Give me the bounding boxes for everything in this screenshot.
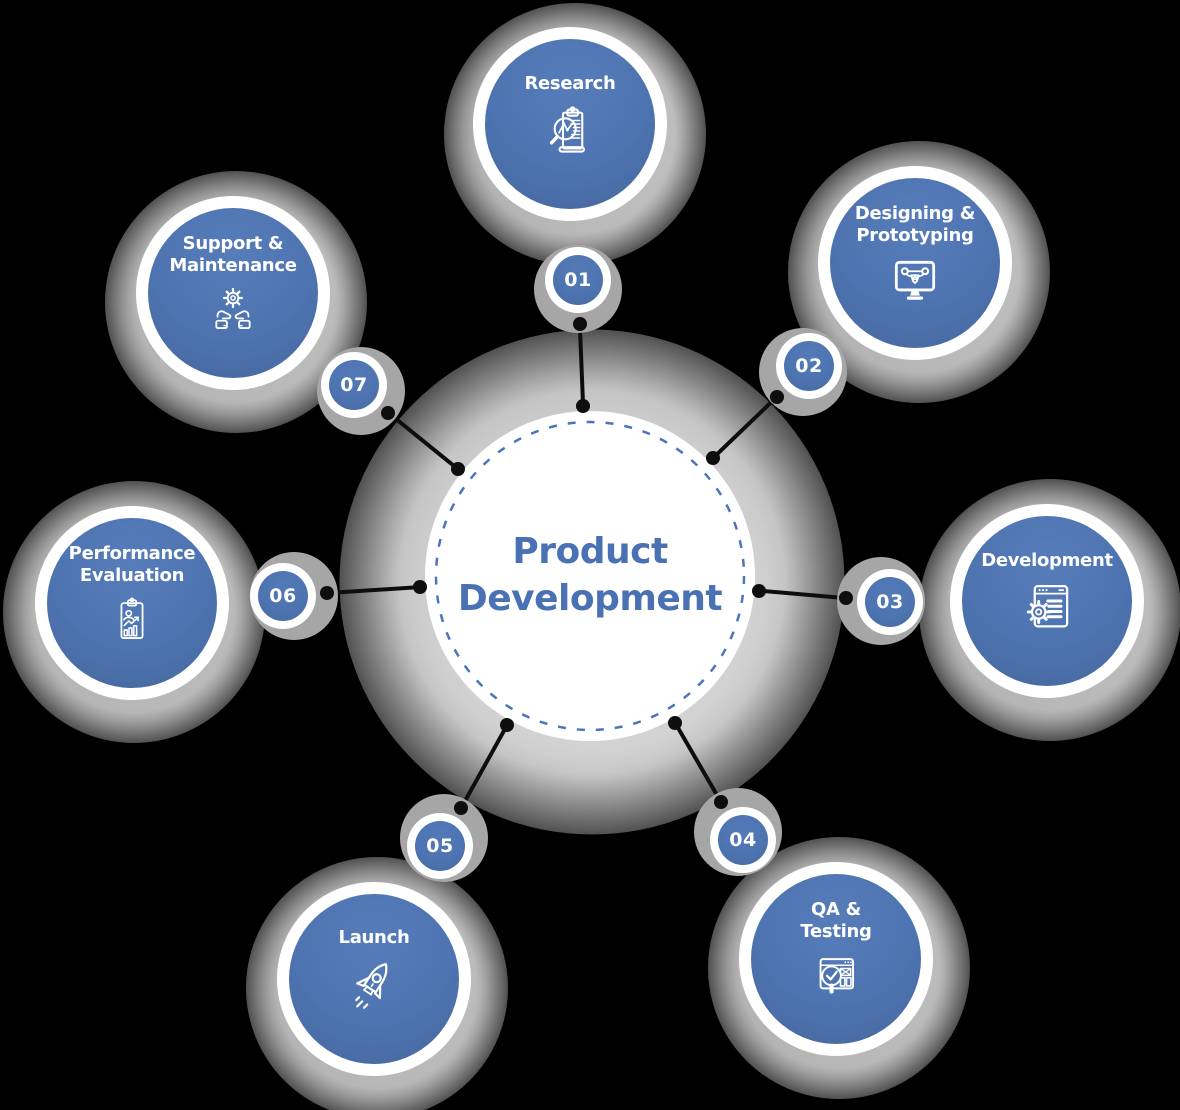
diagram-title-line1: Product — [512, 531, 668, 573]
node-disc: Performance Evaluation — [47, 518, 217, 688]
badge-number: 05 — [415, 821, 465, 871]
node-ring: Launch — [277, 882, 471, 1076]
diagram-title-line2: Development — [457, 578, 723, 619]
dashed-ring — [434, 420, 746, 732]
node-ring: QA & Testing — [739, 862, 933, 1056]
node-label: Research — [524, 72, 616, 94]
development-icon — [1019, 580, 1075, 636]
diagram-title: Product Development — [457, 529, 723, 623]
node-disc: Designing & Prototyping — [830, 178, 1000, 348]
node-ring: Performance Evaluation — [35, 506, 229, 700]
performance-evaluation-icon — [106, 595, 158, 647]
badge-number: 01 — [553, 255, 603, 305]
node-ring: Development — [950, 504, 1144, 698]
node-disc: Launch — [289, 894, 459, 1064]
badge-number: 03 — [865, 577, 915, 627]
research-icon — [542, 103, 598, 159]
node-ring: Support & Maintenance — [136, 196, 330, 390]
center-circle: Product Development — [425, 411, 755, 741]
support-maintenance-icon — [207, 285, 259, 337]
node-label: QA & Testing — [800, 898, 872, 942]
node-ring: Designing & Prototyping — [818, 166, 1012, 360]
launch-icon — [345, 957, 403, 1015]
node-label: Launch — [338, 926, 410, 948]
badge-number: 04 — [718, 815, 768, 865]
node-label: Support & Maintenance — [169, 232, 297, 276]
design-prototyping-icon — [889, 255, 941, 307]
node-label: Designing & Prototyping — [854, 202, 976, 246]
badge-number: 06 — [258, 571, 308, 621]
badge-number: 02 — [784, 341, 834, 391]
node-disc: QA & Testing — [751, 874, 921, 1044]
node-disc: Support & Maintenance — [148, 208, 318, 378]
node-ring: Research — [473, 27, 667, 221]
node-disc: Development — [962, 516, 1132, 686]
node-label: Development — [981, 549, 1113, 571]
node-label: Performance Evaluation — [68, 542, 196, 586]
node-disc: Research — [485, 39, 655, 209]
qa-testing-icon — [810, 951, 862, 1003]
badge-number: 07 — [329, 360, 379, 410]
